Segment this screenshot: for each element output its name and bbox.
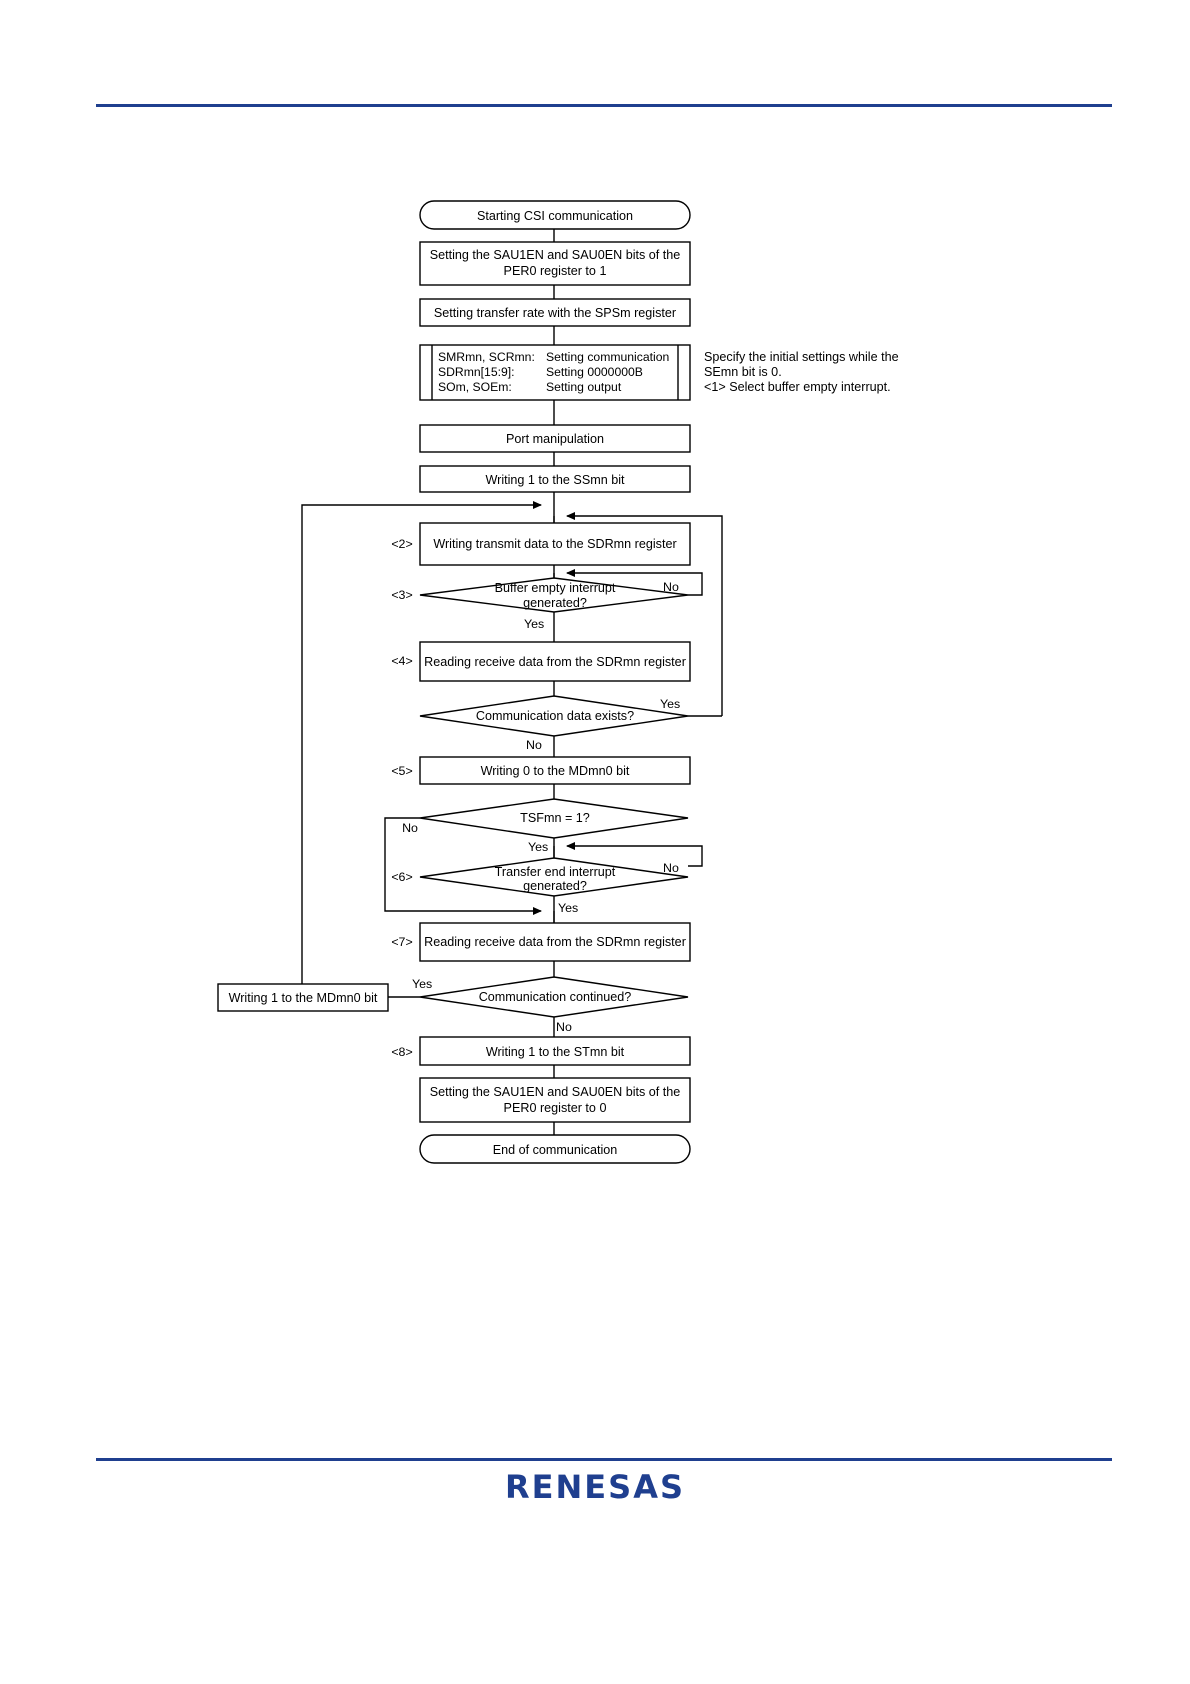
node-read-receive-data-1-label: Reading receive data from the SDRmn regi…	[424, 655, 686, 669]
node-transfer-end-interrupt-line1: Transfer end interrupt	[495, 865, 616, 879]
side-note-line3: <1> Select buffer empty interrupt.	[704, 380, 891, 394]
flow-connectors	[301, 229, 723, 1135]
node-buffer-empty-interrupt-line1: Buffer empty interrupt	[495, 581, 616, 595]
node-write-ssmn: Writing 1 to the SSmn bit	[419, 465, 691, 493]
node-tsfmn-check-label: TSFmn = 1?	[520, 811, 590, 825]
header-rule	[96, 104, 1112, 107]
node-read-receive-data-2: <7> Reading receive data from the SDRmn …	[391, 922, 691, 962]
node-buffer-empty-interrupt-yes-label: Yes	[524, 617, 544, 631]
node-transfer-end-interrupt-step: <6>	[391, 870, 412, 884]
node-per0-disable: Setting the SAU1EN and SAU0EN bits of th…	[419, 1077, 691, 1123]
node-write-1-stmn-step: <8>	[391, 1045, 412, 1059]
node-write-1-mdmn0: Writing 1 to the MDmn0 bit	[217, 983, 389, 1012]
node-per0-enable-line2: PER0 register to 1	[504, 264, 607, 278]
renesas-logo: RENESAS	[505, 1468, 685, 1506]
node-end: End of communication	[419, 1134, 691, 1164]
side-note-line1: Specify the initial settings while the	[704, 350, 899, 364]
node-per0-enable-line1: Setting the SAU1EN and SAU0EN bits of th…	[430, 248, 681, 262]
node-per0-enable: Setting the SAU1EN and SAU0EN bits of th…	[419, 241, 691, 286]
node-write-0-mdmn0: <5> Writing 0 to the MDmn0 bit	[391, 756, 691, 785]
node-per0-disable-line1: Setting the SAU1EN and SAU0EN bits of th…	[430, 1085, 681, 1099]
node-register-settings-row2-left: SOm, SOEm:	[438, 380, 512, 394]
node-transfer-end-interrupt: <6> Transfer end interrupt generated? No…	[391, 857, 689, 915]
node-buffer-empty-interrupt-no-label: No	[663, 580, 679, 594]
node-write-0-mdmn0-step: <5>	[391, 764, 412, 778]
node-communication-continued: Communication continued? Yes No	[412, 976, 689, 1034]
node-communication-data-exists-no-label: No	[526, 738, 542, 752]
node-port-manipulation: Port manipulation	[419, 424, 691, 453]
node-per0-disable-line2: PER0 register to 0	[504, 1101, 607, 1115]
node-tsfmn-check-yes-label: Yes	[528, 840, 548, 854]
node-communication-data-exists-yes-label: Yes	[660, 697, 680, 711]
node-register-settings: SMRmn, SCRmn: Setting communication SDRm…	[419, 344, 691, 401]
footer-rule	[96, 1458, 1112, 1461]
node-transfer-end-interrupt-no-label: No	[663, 861, 679, 875]
node-set-transfer-rate-label: Setting transfer rate with the SPSm regi…	[434, 306, 676, 320]
node-write-1-mdmn0-label: Writing 1 to the MDmn0 bit	[229, 991, 378, 1005]
node-port-manipulation-label: Port manipulation	[506, 432, 604, 446]
node-communication-continued-label: Communication continued?	[479, 990, 632, 1004]
node-write-1-stmn-label: Writing 1 to the STmn bit	[486, 1045, 625, 1059]
node-buffer-empty-interrupt-step: <3>	[391, 588, 412, 602]
node-start-label: Starting CSI communication	[477, 209, 633, 223]
node-read-receive-data-2-step: <7>	[391, 935, 412, 949]
node-end-label: End of communication	[493, 1143, 618, 1157]
node-read-receive-data-1-step: <4>	[391, 654, 412, 668]
node-set-transfer-rate: Setting transfer rate with the SPSm regi…	[419, 298, 691, 327]
node-tsfmn-check: TSFmn = 1? No Yes	[402, 798, 689, 854]
node-communication-continued-yes-label: Yes	[412, 977, 432, 991]
side-note: Specify the initial settings while the S…	[704, 350, 899, 394]
node-write-transmit-data-step: <2>	[391, 537, 412, 551]
node-write-transmit-data: <2> Writing transmit data to the SDRmn r…	[391, 522, 691, 566]
node-read-receive-data-2-label: Reading receive data from the SDRmn regi…	[424, 935, 686, 949]
node-transfer-end-interrupt-line2: generated?	[523, 879, 587, 893]
node-register-settings-row2-right: Setting output	[546, 380, 622, 394]
node-communication-continued-no-label: No	[556, 1020, 572, 1034]
node-read-receive-data-1: <4> Reading receive data from the SDRmn …	[391, 641, 691, 682]
node-transfer-end-interrupt-yes-label: Yes	[558, 901, 578, 915]
node-register-settings-row1-left: SDRmn[15:9]:	[438, 365, 515, 379]
node-write-ssmn-label: Writing 1 to the SSmn bit	[485, 473, 625, 487]
node-buffer-empty-interrupt-line2: generated?	[523, 596, 587, 610]
node-register-settings-row0-right: Setting communication	[546, 350, 669, 364]
node-write-transmit-data-label: Writing transmit data to the SDRmn regis…	[433, 537, 676, 551]
node-register-settings-row1-right: Setting 0000000B	[546, 365, 643, 379]
node-write-0-mdmn0-label: Writing 0 to the MDmn0 bit	[481, 764, 630, 778]
node-start: Starting CSI communication	[419, 200, 691, 230]
side-note-line2: SEmn bit is 0.	[704, 365, 782, 379]
node-communication-data-exists: Communication data exists? Yes No	[419, 695, 689, 752]
node-tsfmn-check-no-label: No	[402, 821, 418, 835]
node-buffer-empty-interrupt: <3> Buffer empty interrupt generated? No…	[391, 577, 689, 631]
node-register-settings-row0-left: SMRmn, SCRmn:	[438, 350, 535, 364]
node-write-1-stmn: <8> Writing 1 to the STmn bit	[391, 1036, 691, 1066]
node-communication-data-exists-label: Communication data exists?	[476, 709, 634, 723]
